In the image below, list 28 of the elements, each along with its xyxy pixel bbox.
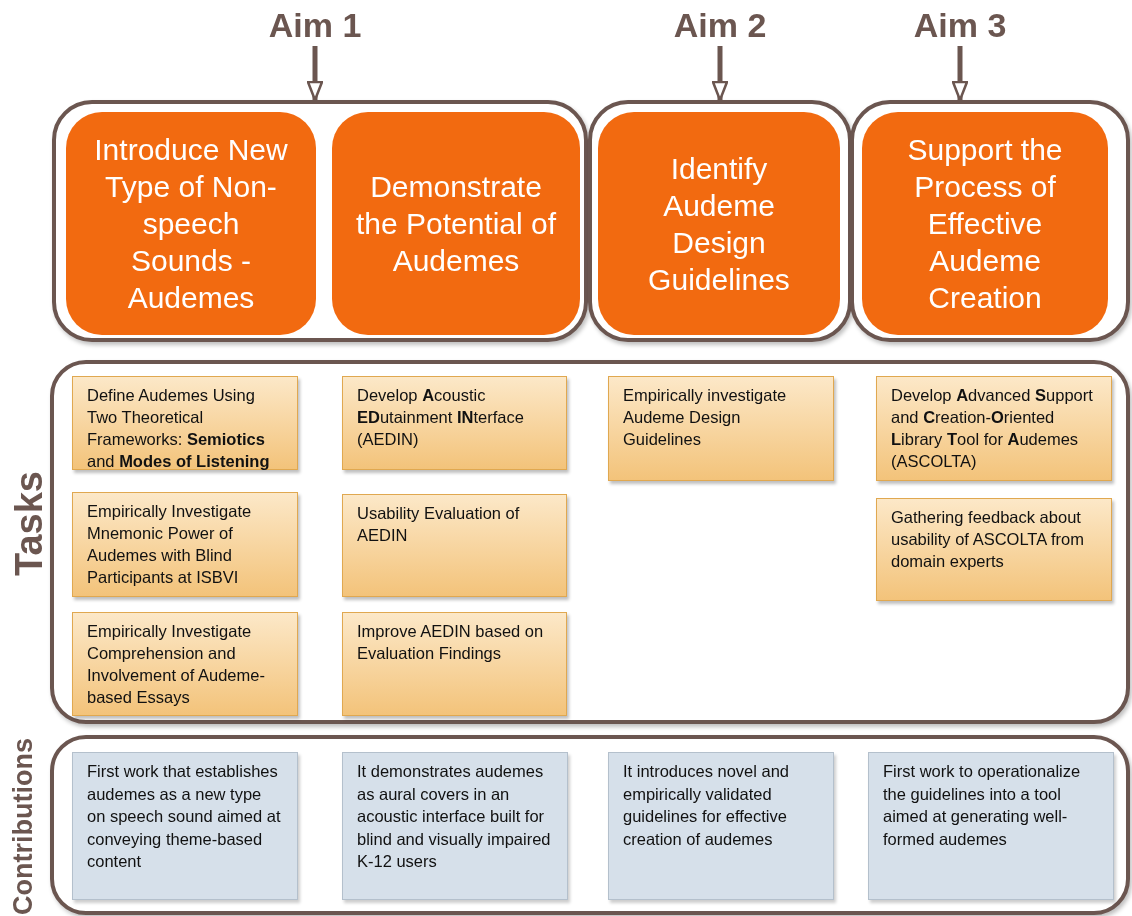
goal-box: Support the Process of Effective Audeme Creation <box>862 112 1108 335</box>
arrow <box>951 46 969 102</box>
contribution-card: It introduces novel and empirically validated guidelines for effective creation of audemes <box>608 752 834 900</box>
task-card: Empirically Investigate Comprehension and Involvement of Audeme-based Essays <box>72 612 298 716</box>
goal-group-frame <box>850 100 1130 342</box>
contribution-card: First work that establishes audemes as a new type on speech sound aimed at conveying theme-based content <box>72 752 298 900</box>
arrow <box>306 46 324 102</box>
task-card: Empirically investigate Audeme Design Guidelines <box>608 376 834 481</box>
task-card: Gathering feedback about usability of ASCOLTA from domain experts <box>876 498 1112 601</box>
goal-group-frame <box>52 100 588 342</box>
task-card: Define Audemes Using Two Theoretical Frameworks: Semiotics and Modes of Listening <box>72 376 298 470</box>
arrow <box>711 46 729 102</box>
goal-box: Introduce New Type of Non-speech Sounds - Audemes <box>66 112 316 335</box>
section-heading: Contributions <box>8 739 39 915</box>
goal-box: Demonstrate the Potential of Audemes <box>332 112 580 335</box>
aim-label: Aim 1 <box>255 0 375 50</box>
contribution-card: It demonstrates audemes as aural covers in an acoustic interface built for blind and visually impaired K-12 users <box>342 752 568 900</box>
task-card: Develop Advanced Support and Creation-Oriented Library Tool for Audemes (ASCOLTA) <box>876 376 1112 481</box>
task-card: Usability Evaluation of AEDIN <box>342 494 567 597</box>
goal-group-frame <box>588 100 852 342</box>
contribution-card: First work to operationalize the guidelines into a tool aimed at generating well-formed audemes <box>868 752 1114 900</box>
section-heading: Tasks <box>8 470 51 579</box>
aim-label: Aim 3 <box>900 0 1020 50</box>
task-card: Empirically Investigate Mnemonic Power of Audemes with Blind Participants at ISBVI <box>72 492 298 597</box>
goal-box: Identify Audeme Design Guidelines <box>598 112 840 335</box>
task-card: Improve AEDIN based on Evaluation Findings <box>342 612 567 716</box>
task-card: Develop Acoustic EDutainment INterface (AEDIN) <box>342 376 567 470</box>
aim-label: Aim 2 <box>660 0 780 50</box>
